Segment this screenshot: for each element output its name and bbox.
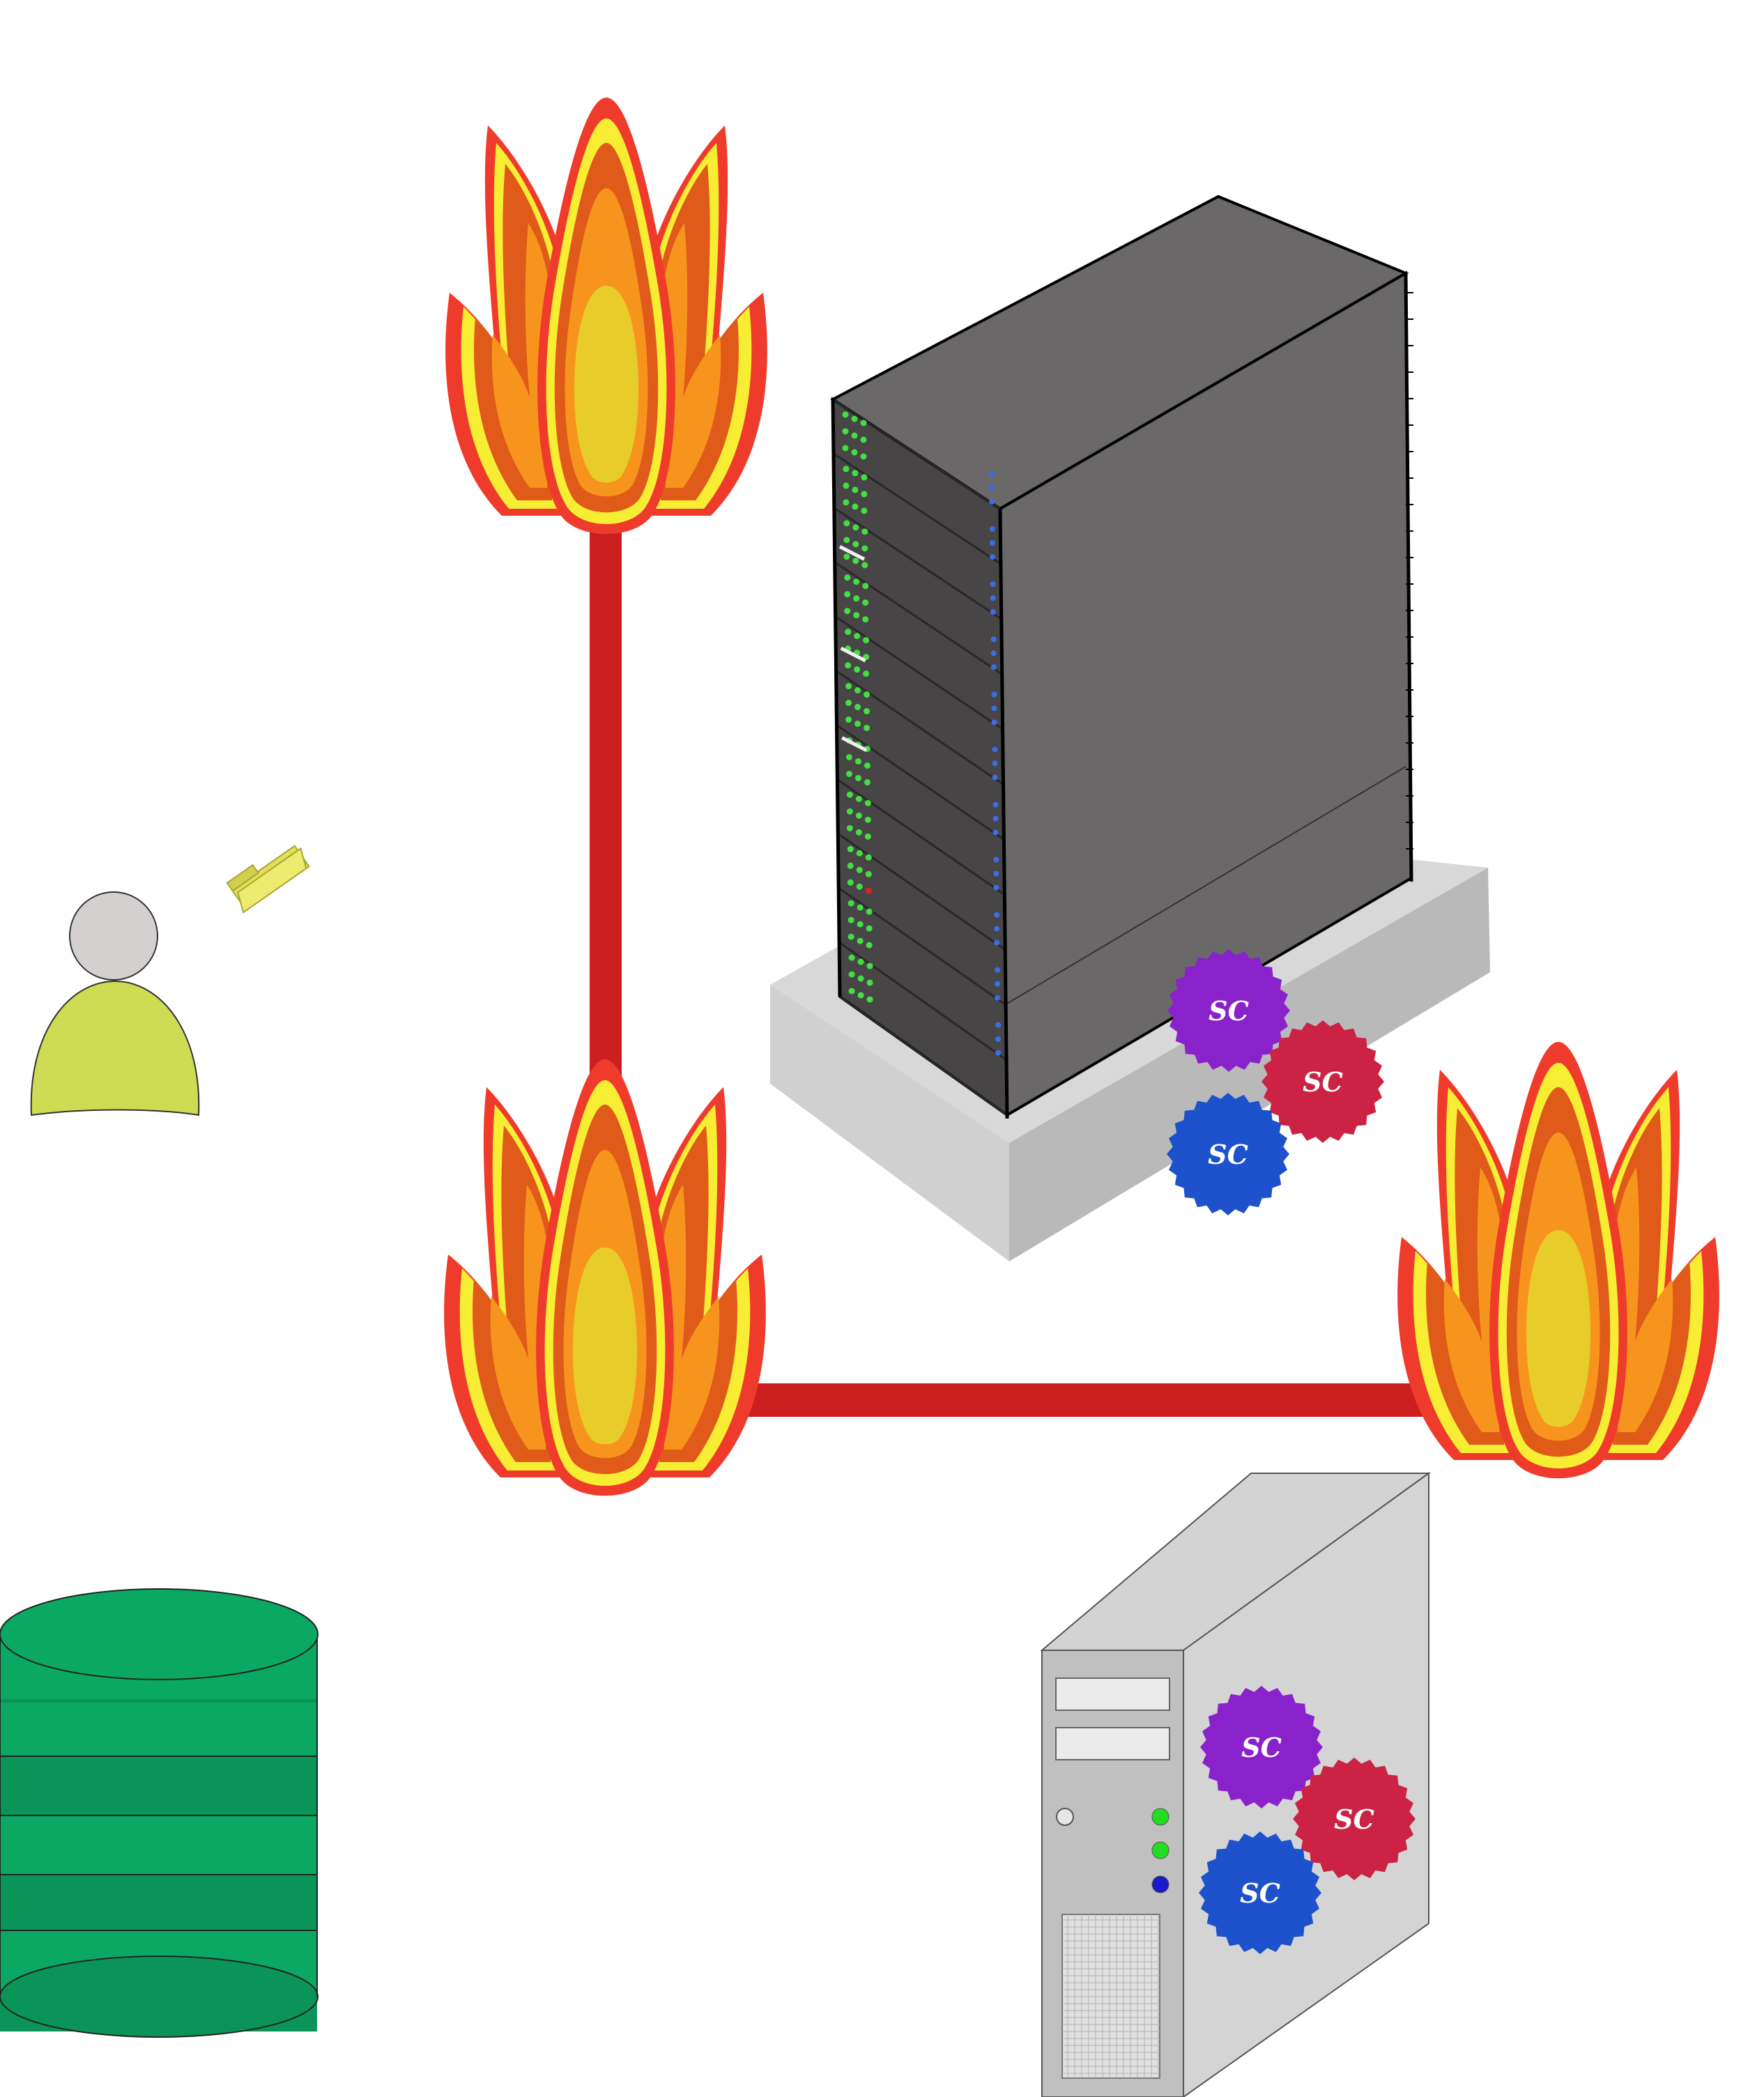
user-head (69, 891, 158, 981)
firewall-top (445, 98, 767, 535)
rack-front (831, 397, 1009, 1118)
status-led-2 (1151, 1841, 1169, 1859)
firewall-middle (444, 1059, 766, 1496)
power-button (1056, 1808, 1074, 1826)
gear-cluster-server: SC SC SC (1167, 949, 1384, 1215)
user-icon (30, 891, 200, 1116)
status-led-3 (1151, 1875, 1169, 1894)
firewall-right (1397, 1042, 1719, 1479)
tower-gear-purple-icon: SC (1200, 1686, 1323, 1808)
connection-vertical (590, 488, 622, 1087)
vent-grille (1061, 1914, 1160, 2079)
drive-bay-2 (1055, 1727, 1170, 1760)
server-gear-red-icon: SC (1261, 1020, 1384, 1143)
tower-gear-blue-icon: SC (1199, 1831, 1321, 1954)
folder-icon (226, 845, 310, 914)
gear-label: SC (1303, 1066, 1343, 1098)
rack-base-front (770, 985, 1009, 1261)
gear-label: SC (1209, 995, 1249, 1027)
status-led-1 (1151, 1808, 1169, 1826)
gear-label: SC (1334, 1804, 1374, 1835)
gear-label: SC (1241, 1732, 1282, 1763)
database-icon (0, 1588, 319, 2038)
connection-lines (590, 488, 1471, 1417)
server-gear-purple-icon: SC (1167, 949, 1290, 1072)
tower-gear-red-icon: SC (1293, 1758, 1416, 1880)
connection-horizontal (711, 1383, 1471, 1417)
rack-base-right (1009, 868, 1490, 1261)
gear-label: SC (1208, 1139, 1248, 1170)
user-body (30, 980, 200, 1116)
server-rack (770, 194, 1490, 1261)
gear-label: SC (1240, 1877, 1280, 1909)
drive-bay-1 (1055, 1677, 1170, 1711)
server-gear-blue-icon: SC (1167, 1093, 1289, 1215)
rack-units (832, 398, 1008, 1116)
gear-cluster-tower: SC SC SC (1199, 1686, 1416, 1954)
